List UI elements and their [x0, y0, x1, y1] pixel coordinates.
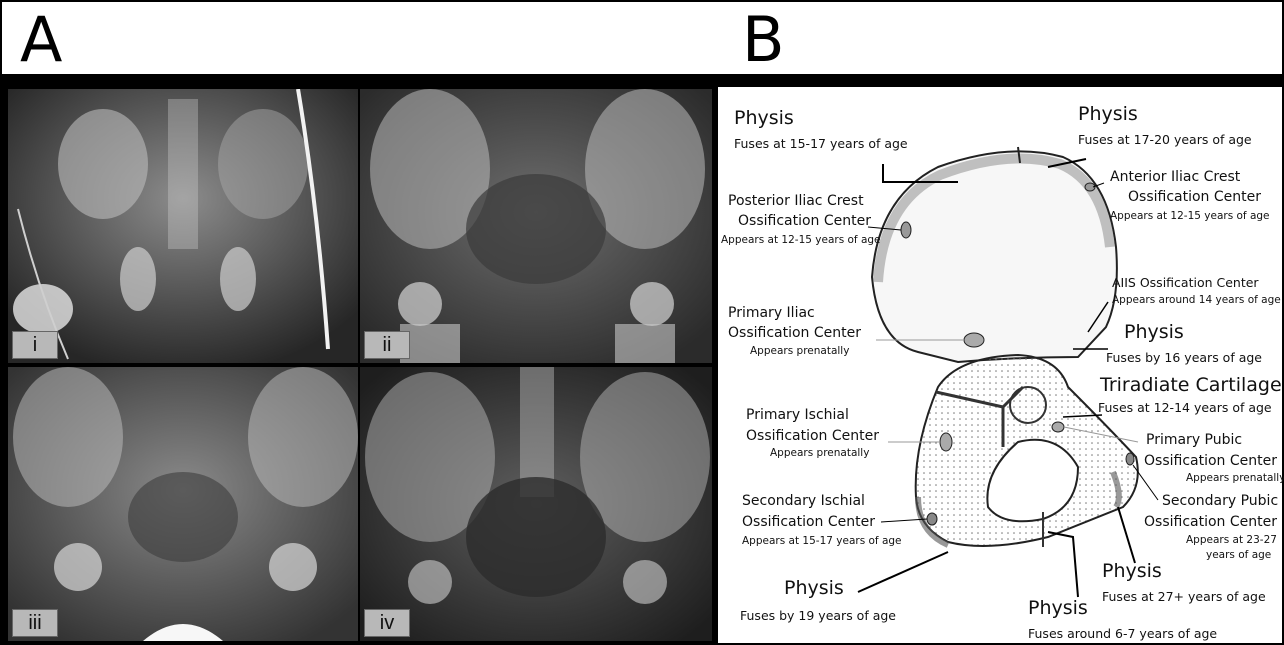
- posterior-iliac-desc: Appears at 12-15 years of age: [721, 234, 881, 246]
- secondary-ischial-desc: Appears at 15-17 years of age: [742, 535, 902, 547]
- anterior-iliac-line1: Anterior Iliac Crest: [1110, 169, 1240, 185]
- radiograph-ii: ii: [360, 89, 712, 363]
- physis-crest-posterior-desc: Fuses at 15-17 years of age: [734, 136, 908, 151]
- panel-b-diagram: Physis Fuses at 15-17 years of age Physi…: [714, 87, 1282, 643]
- secondary-ischial-line2: Ossification Center: [742, 514, 875, 530]
- physis-crest-posterior-title: Physis: [734, 107, 794, 129]
- physis-crest-anterior-title: Physis: [1078, 103, 1138, 125]
- header-bar: A B: [2, 2, 1282, 74]
- radiograph-label-iv: iv: [364, 609, 410, 637]
- primary-iliac-line2: Ossification Center: [728, 325, 861, 341]
- primary-pubic-line2: Ossification Center: [1144, 453, 1277, 469]
- anterior-iliac-line2: Ossification Center: [1128, 189, 1261, 205]
- radiograph-label-ii: ii: [364, 331, 410, 359]
- triradiate-title: Triradiate Cartilage: [1100, 374, 1282, 396]
- aiis-desc: Appears around 14 years of age: [1112, 294, 1281, 306]
- panel-b-letter: B: [742, 4, 785, 76]
- physis-aiis-desc: Fuses by 16 years of age: [1106, 350, 1262, 365]
- primary-pubic-desc: Appears prenatally: [1186, 472, 1284, 484]
- secondary-pubic-desc1: Appears at 23-27: [1186, 534, 1277, 546]
- triradiate-desc: Fuses at 12-14 years of age: [1098, 400, 1272, 415]
- posterior-iliac-line1: Posterior Iliac Crest: [728, 193, 864, 209]
- physis-ischial-desc: Fuses by 19 years of age: [740, 608, 896, 623]
- posterior-iliac-line2: Ossification Center: [738, 213, 871, 229]
- secondary-pubic-line2: Ossification Center: [1144, 514, 1277, 530]
- radiograph-label-i: i: [12, 331, 58, 359]
- panel-a-radiographs: i ii: [2, 87, 714, 643]
- primary-ischial-line1: Primary Ischial: [746, 407, 849, 423]
- panel-a-letter: A: [20, 4, 62, 76]
- header-divider: [2, 74, 1282, 87]
- physis-aiis-title: Physis: [1124, 321, 1184, 343]
- primary-iliac-line1: Primary Iliac: [728, 305, 815, 321]
- aiis-title: AIIS Ossification Center: [1112, 275, 1259, 290]
- radiograph-iii: iii: [8, 367, 358, 641]
- secondary-pubic-desc2: years of age: [1206, 549, 1271, 561]
- primary-ischial-desc: Appears prenatally: [770, 447, 869, 459]
- radiograph-label-iii: iii: [12, 609, 58, 637]
- anterior-iliac-desc: Appears at 12-15 years of age: [1110, 210, 1270, 222]
- physis-ramus-title: Physis: [1028, 597, 1088, 619]
- secondary-ischial-line1: Secondary Ischial: [742, 493, 865, 509]
- physis-crest-anterior-desc: Fuses at 17-20 years of age: [1078, 132, 1252, 147]
- physis-pubic-title: Physis: [1102, 560, 1162, 582]
- physis-ischial-title: Physis: [784, 577, 844, 599]
- physis-ramus-desc: Fuses around 6-7 years of age: [1028, 626, 1217, 641]
- primary-pubic-line1: Primary Pubic: [1146, 432, 1242, 448]
- radiograph-i: i: [8, 89, 358, 363]
- primary-iliac-desc: Appears prenatally: [750, 345, 849, 357]
- primary-ischial-line2: Ossification Center: [746, 428, 879, 444]
- secondary-pubic-line1: Secondary Pubic: [1162, 493, 1278, 509]
- physis-pubic-desc: Fuses at 27+ years of age: [1102, 589, 1266, 604]
- radiograph-iv: iv: [360, 367, 712, 641]
